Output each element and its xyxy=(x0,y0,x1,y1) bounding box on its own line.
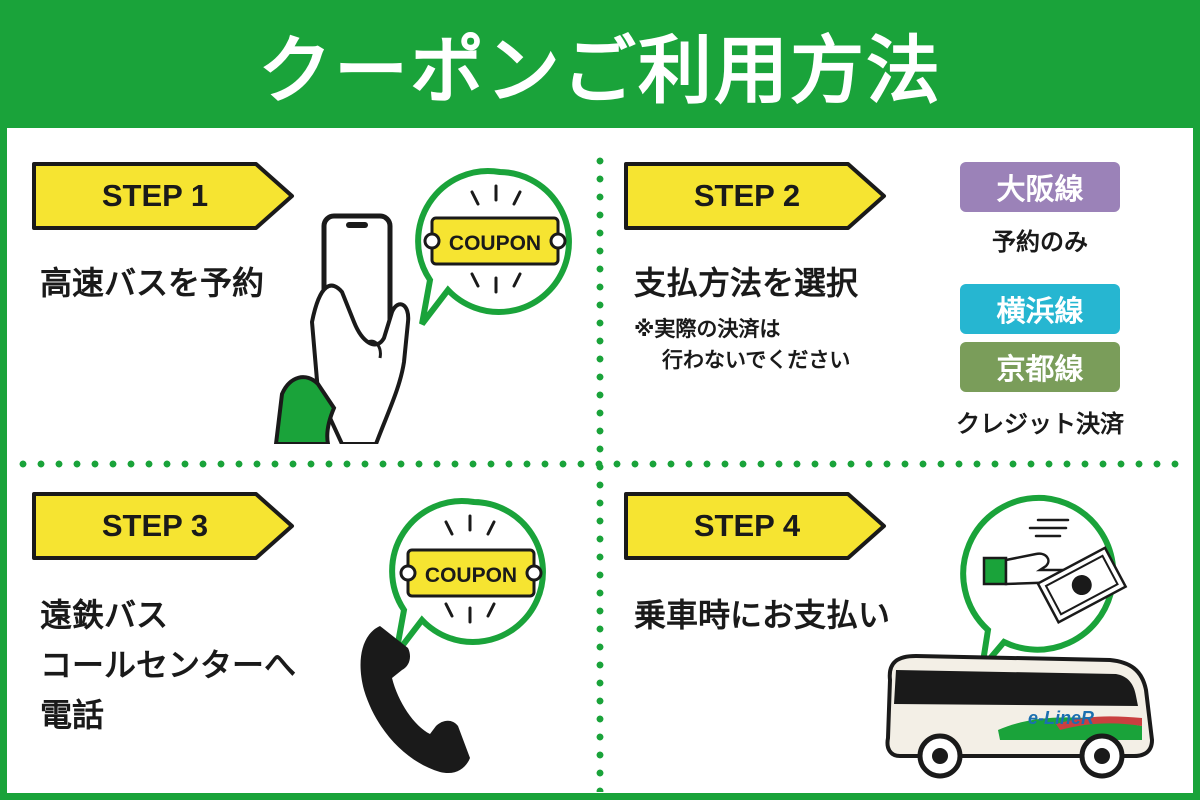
vertical-dotted-divider xyxy=(596,152,604,792)
page-title: クーポンご利用方法 xyxy=(258,27,942,114)
step-2-note-line: ※実際の決済は xyxy=(634,317,781,341)
step-4-text-line: 乗車時にお支払い xyxy=(634,596,891,634)
step-2-description: 支払方法を選択 xyxy=(634,258,858,308)
step-2-text-line: 支払方法を選択 xyxy=(634,264,859,302)
bus-with-cash-payment-icon: e-LineR xyxy=(885,494,1155,779)
step-arrow-shape xyxy=(624,492,886,560)
header-banner: クーポンご利用方法 xyxy=(0,0,1200,128)
step-2-label: STEP 2 xyxy=(622,160,890,232)
step-4-description: 乗車時にお支払い xyxy=(634,590,890,640)
step-4-title: STEP 4 xyxy=(693,508,801,543)
bus-logo: e-LineR xyxy=(1028,708,1094,728)
step-3-description: 遠鉄バス コールセンターへ 電話 xyxy=(40,590,296,740)
coupon-label: COUPON xyxy=(449,232,541,255)
step-1-description: 高速バスを予約 xyxy=(40,258,264,308)
step-2-title: STEP 2 xyxy=(693,178,801,213)
horizontal-dotted-divider xyxy=(14,460,1186,468)
step-2-note: ※実際の決済は 行わないでください xyxy=(634,314,850,376)
smartphone-with-coupon-icon: COUPON xyxy=(273,168,572,444)
step-3-text-line: 電話 xyxy=(40,696,105,734)
yokohama-line-badge: 横浜線 xyxy=(960,284,1120,334)
coupon-label: COUPON xyxy=(425,564,517,587)
osaka-line-badge: 大阪線 xyxy=(960,162,1120,212)
step-3-title: STEP 3 xyxy=(101,508,209,543)
step-1-label: STEP 1 xyxy=(30,160,298,232)
step-4-label: STEP 4 xyxy=(622,490,890,562)
step-2-note-line: 行わないでください xyxy=(662,348,851,372)
osaka-line-caption: 予約のみ xyxy=(992,228,1088,256)
step-arrow-shape xyxy=(32,162,294,230)
credit-payment-caption: クレジット決済 xyxy=(956,410,1124,438)
step-1-title: STEP 1 xyxy=(101,178,209,213)
step-arrow-shape xyxy=(624,162,886,230)
step-3-label: STEP 3 xyxy=(30,490,298,562)
step-arrow-shape xyxy=(32,492,294,560)
kyoto-line-badge: 京都線 xyxy=(960,342,1120,392)
phone-receiver-with-coupon-icon: COUPON xyxy=(360,498,546,774)
step-3-text-line: 遠鉄バス xyxy=(40,596,169,634)
step-3-text-line: コールセンターへ xyxy=(40,646,297,684)
step-1-text-line: 高速バスを予約 xyxy=(40,264,265,302)
